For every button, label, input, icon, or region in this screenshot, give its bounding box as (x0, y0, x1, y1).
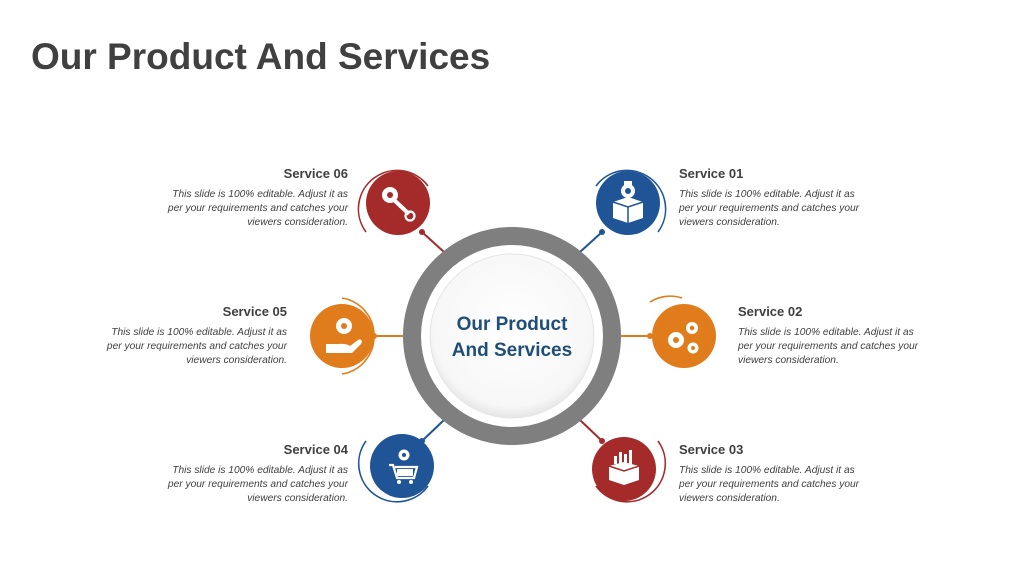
service-06-arc (357, 169, 429, 233)
service-01-arc (595, 169, 667, 233)
gears-icon (668, 322, 699, 354)
box-gear-icon (612, 181, 644, 223)
service-02-arc (649, 295, 683, 303)
service-04-arc (357, 440, 429, 503)
center-label-line2: And Services (451, 340, 573, 361)
service-05-badge (310, 297, 377, 375)
connector-04 (421, 419, 445, 442)
box-chart-icon (608, 450, 640, 485)
service-04-badge (357, 434, 434, 503)
service-04-desc: This slide is 100% editable. Adjust it a… (167, 465, 348, 504)
service-06-title: Service 06 (283, 166, 348, 181)
connectors (374, 231, 650, 442)
service-06-desc: This slide is 100% editable. Adjust it a… (167, 189, 348, 228)
service-03-desc: This slide is 100% editable. Adjust it a… (679, 465, 860, 504)
service-05-circle (310, 304, 374, 368)
service-03-dot (599, 438, 605, 444)
service-05-arc (341, 297, 375, 337)
connector-01 (579, 231, 603, 253)
cart-gear-icon (389, 449, 419, 484)
center-label: Our Product And Services (436, 312, 588, 364)
service-01-dot (599, 229, 605, 235)
service-01-title: Service 01 (679, 166, 744, 181)
service-01-badge (595, 169, 667, 235)
service-06-badge (357, 169, 430, 235)
service-05-title: Service 05 (222, 304, 287, 319)
service-01-desc: This slide is 100% editable. Adjust it a… (679, 189, 860, 228)
service-02-circle (652, 304, 716, 368)
service-03-title: Service 03 (679, 442, 744, 457)
hand-gear-icon (326, 318, 362, 353)
service-02-badge (647, 295, 716, 368)
service-03-badge (592, 437, 667, 503)
center-label-line1: Our Product (456, 314, 568, 335)
service-02-title: Service 02 (738, 304, 803, 319)
service-04-title: Service 04 (283, 442, 348, 457)
service-02-dot (647, 333, 653, 339)
service-02-desc: This slide is 100% editable. Adjust it a… (738, 327, 919, 366)
service-05-desc: This slide is 100% editable. Adjust it a… (106, 327, 287, 366)
service-06-dot (419, 229, 425, 235)
connector-03 (579, 419, 603, 442)
center-ring (403, 227, 621, 445)
center-disc (429, 253, 595, 419)
gear-wrench-icon (382, 187, 416, 222)
slide-title: Our Product And Services (31, 36, 491, 77)
connector-06 (421, 231, 445, 253)
